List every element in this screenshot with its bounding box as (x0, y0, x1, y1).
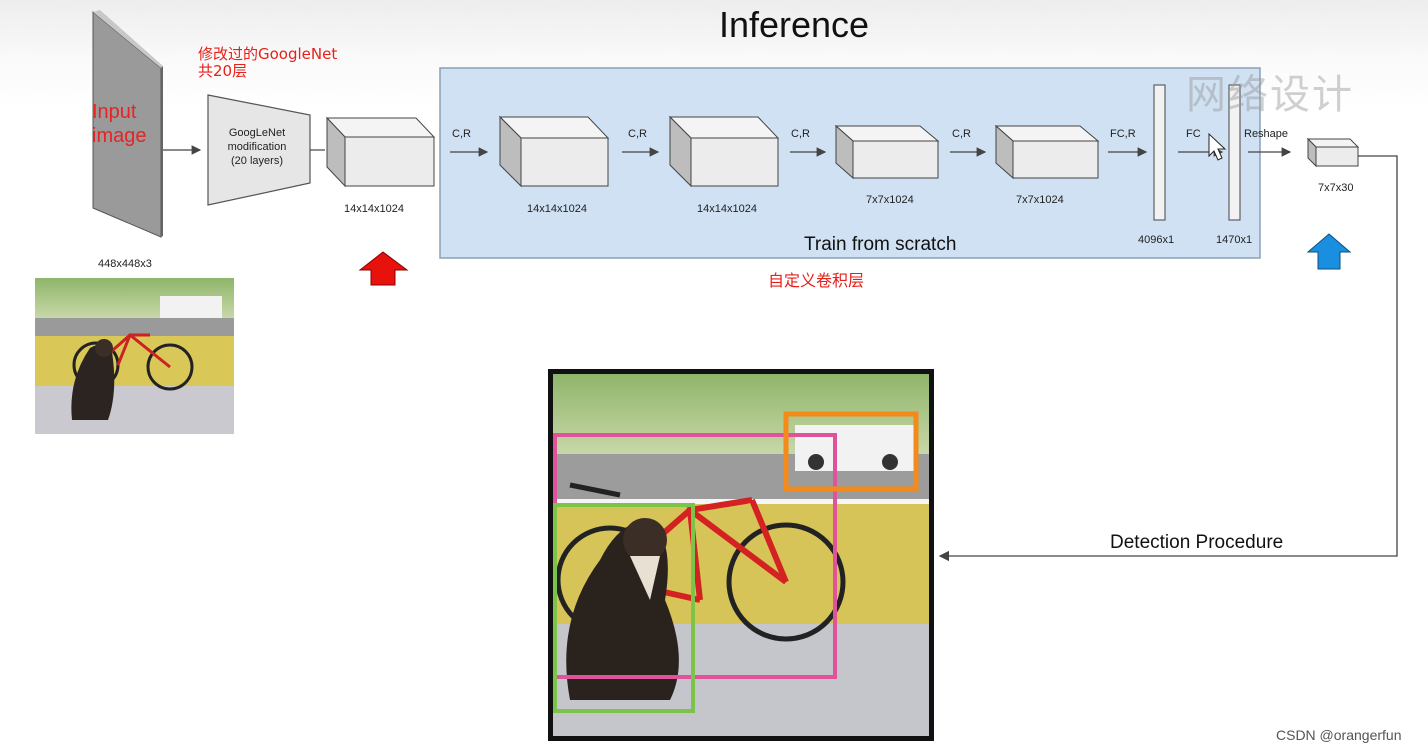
tensor-label-output: 7x7x30 (1318, 182, 1354, 194)
cuboid-14x14x1024-a (325, 116, 436, 188)
annotation-googlenet-line2: 共20层 (198, 62, 248, 80)
input-image-label: Input image (92, 100, 146, 148)
tensor-label-conv2: 14x14x1024 (697, 203, 757, 215)
tensor-label-googlenet-out: 14x14x1024 (344, 203, 404, 215)
blue-up-arrow (1306, 233, 1352, 270)
annotation-custom-layers: 自定义卷积层 (768, 271, 865, 290)
op-label-3: C,R (791, 128, 810, 140)
tensor-label-fc1: 4096x1 (1138, 234, 1175, 246)
googlenet-block (207, 94, 311, 206)
red-up-arrow (358, 251, 409, 286)
googlenet-label: GoogLeNet modification (20 layers) (214, 126, 300, 168)
tensor-label-conv3: 7x7x1024 (866, 194, 914, 206)
tensor-label-conv1: 14x14x1024 (527, 203, 587, 215)
detection-procedure-label: Detection Procedure (1110, 532, 1284, 553)
fc-bar-1470 (1228, 84, 1241, 221)
train-from-scratch-label: Train from scratch (804, 234, 957, 255)
bbox-car (783, 411, 919, 492)
op-label-5: FC,R (1110, 128, 1136, 140)
annotation-googlenet: 修改过的GoogleNet 共20层 (198, 46, 337, 80)
googlenet-line1: GoogLeNet (228, 127, 286, 139)
cuboid-conv3 (834, 124, 940, 180)
googlenet-line3: (20 layers) (231, 155, 283, 167)
op-label-6: FC (1186, 128, 1201, 140)
tensor-label-fc2: 1470x1 (1216, 234, 1253, 246)
detection-return-line (938, 155, 1398, 562)
cuboid-conv2 (668, 115, 780, 188)
bbox-dog (553, 503, 695, 713)
op-label-1: C,R (452, 128, 471, 140)
cursor-icon (1208, 132, 1227, 161)
page-title: Inference (718, 4, 870, 45)
detection-photo (548, 369, 934, 741)
cuboid-conv4 (994, 124, 1100, 180)
op-label-7: Reshape (1244, 128, 1289, 140)
credit-label: CSDN @orangerfun (1276, 727, 1402, 743)
annotation-googlenet-line1: 修改过的GoogleNet (198, 45, 338, 63)
input-photo (35, 278, 234, 434)
op-label-4: C,R (952, 128, 971, 140)
tensor-label-conv4: 7x7x1024 (1016, 194, 1064, 206)
input-size-label: 448x448x3 (98, 258, 152, 270)
cuboid-output (1306, 137, 1360, 168)
googlenet-line2: modification (227, 141, 287, 153)
input-image-slab (92, 10, 163, 238)
input-label-line1: Input (92, 101, 137, 123)
watermark: 网络设计 (1186, 72, 1354, 118)
op-label-2: C,R (628, 128, 647, 140)
cuboid-conv1 (498, 115, 610, 188)
input-label-line2: image (92, 125, 147, 147)
fc-bar-4096 (1153, 84, 1166, 221)
